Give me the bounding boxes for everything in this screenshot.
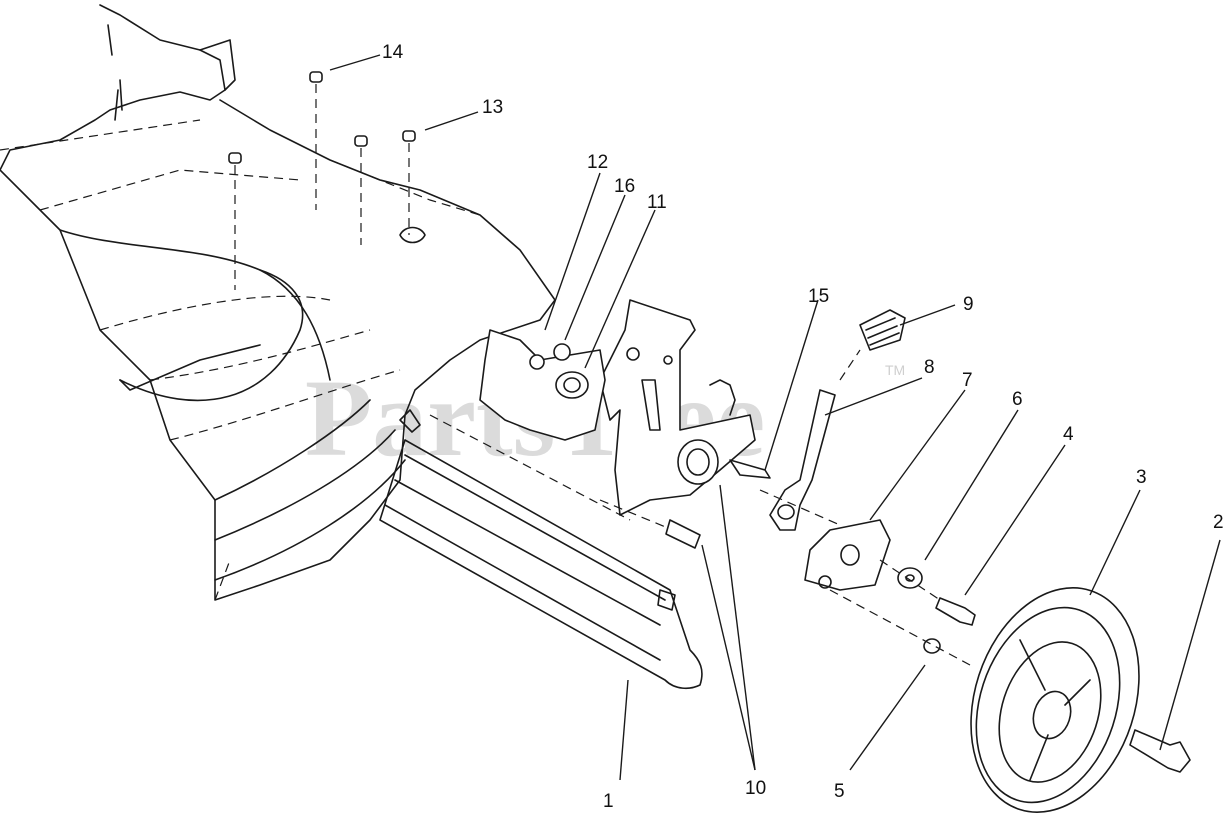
wheel-mount-parts — [759, 489, 976, 666]
callout-11: 11 — [647, 192, 667, 213]
carriage-bolts — [228, 71, 416, 290]
pivot-bushing — [677, 439, 771, 485]
callout-12: 12 — [587, 152, 608, 173]
callout-labels: 14 13 12 16 11 15 9 8 7 6 4 3 2 1 10 5 — [382, 42, 1224, 812]
rear-flap-part — [379, 414, 703, 690]
watermark-trademark: TM — [885, 362, 905, 378]
leader-lines — [329, 54, 1221, 781]
callout-5: 5 — [834, 781, 845, 802]
adjust-lever — [769, 309, 906, 531]
callout-15: 15 — [808, 286, 829, 307]
callout-8: 8 — [924, 357, 935, 378]
wheel-part — [970, 587, 1191, 813]
bolt-part — [599, 499, 701, 549]
callout-4: 4 — [1063, 424, 1074, 445]
callout-2: 2 — [1213, 512, 1224, 533]
callout-1: 1 — [603, 791, 614, 812]
bushing-part — [529, 343, 589, 399]
callout-7: 7 — [962, 370, 973, 391]
height-adjust-bracket — [599, 299, 756, 516]
callout-14: 14 — [382, 42, 404, 63]
callout-16: 16 — [614, 176, 635, 197]
callout-3: 3 — [1136, 467, 1147, 488]
callout-6: 6 — [1012, 389, 1023, 410]
callout-13: 13 — [482, 97, 503, 118]
mower-deck — [0, 4, 556, 601]
callout-9: 9 — [963, 294, 974, 315]
callout-10: 10 — [745, 778, 766, 799]
